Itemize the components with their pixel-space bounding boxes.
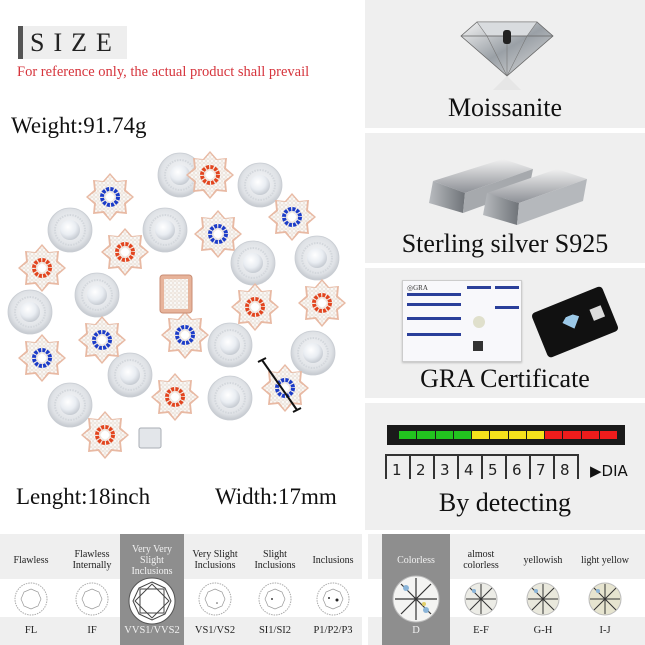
scale-tick: 2 xyxy=(409,454,433,479)
grade-code: VS1/VS2 xyxy=(194,625,236,636)
round-diamond-icon xyxy=(392,575,440,623)
grade-code: VVS1/VVS2 xyxy=(124,625,180,636)
clarity-grade-vs: Very Slight Inclusions VS1/VS2 xyxy=(184,534,246,645)
grade-header: Very Slight Inclusions xyxy=(192,549,238,571)
color-grade-d: Colorless D xyxy=(382,534,450,645)
meter-segment xyxy=(435,431,453,439)
grade-code: D xyxy=(412,625,420,636)
feature-label: Sterling silver S925 xyxy=(401,229,609,258)
diamond-outline-icon xyxy=(75,582,109,616)
grade-header: Flawless Internally xyxy=(72,549,112,571)
size-heading: SIZE xyxy=(18,26,127,59)
size-panel: SIZE For reference only, the actual prod… xyxy=(0,0,362,530)
feature-sterling-silver: Sterling silver S925 xyxy=(365,133,645,263)
clarity-grade-p: Inclusions P1/P2/P3 xyxy=(304,534,362,645)
grade-code: SI1/SI2 xyxy=(258,625,292,636)
scale-tick: 6 xyxy=(505,454,529,479)
meter-segment xyxy=(526,431,544,439)
grade-header: light yellow xyxy=(580,554,630,566)
meter-segment xyxy=(399,431,417,439)
dia-label: DIA xyxy=(601,462,628,480)
grade-header: almost colorless xyxy=(463,549,499,571)
color-grade-gh: yellowish G-H xyxy=(512,534,574,645)
clarity-grade-vvs: Very Very Slight Inclusions VVS1/VVS2 xyxy=(120,534,184,645)
necklace-image xyxy=(7,151,346,459)
grade-code: I-J xyxy=(599,625,611,636)
grade-header: Inclusions xyxy=(312,554,354,566)
grade-header: Very Very Slight Inclusions xyxy=(131,543,173,577)
width-label: Width:17mm xyxy=(215,484,337,509)
feature-label: GRA Certificate xyxy=(420,364,590,393)
meter-segment xyxy=(490,431,508,439)
meter-segment xyxy=(599,431,617,439)
feature-gra-certificate: ◎GRA GRA Certificate xyxy=(365,268,645,398)
scale-end-tick xyxy=(577,454,579,479)
grade-header: Colorless xyxy=(397,554,435,566)
diamond-outline-icon xyxy=(316,582,350,616)
diamond-icon xyxy=(460,21,554,90)
grade-code: P1/P2/P3 xyxy=(313,625,353,636)
certificate-icon: ◎GRA xyxy=(402,280,522,362)
feature-detecting: 1 2 3 4 5 6 7 8 ▶DIA By detecting xyxy=(365,403,645,530)
dia-indicator: ▶DIA xyxy=(590,462,628,480)
diamond-outline-icon xyxy=(198,582,232,616)
round-diamond-icon xyxy=(588,582,622,616)
scale-tick: 5 xyxy=(481,454,505,479)
color-grade-ij: light yellow I-J xyxy=(574,534,636,645)
feature-label: By detecting xyxy=(438,488,572,517)
clarity-grade-si: Slight Inclusions SI1/SI2 xyxy=(246,534,304,645)
scale-tick: 8 xyxy=(553,454,577,479)
round-diamond-icon xyxy=(526,582,560,616)
diamond-outline-icon xyxy=(14,582,48,616)
color-scale: Colorless D almost colorless E-F yellowi… xyxy=(368,534,645,645)
meter-segment xyxy=(545,431,563,439)
meter-segment xyxy=(508,431,526,439)
meter-segment xyxy=(472,431,490,439)
meter-segment xyxy=(417,431,435,439)
clarity-scale: Flawless FL Flawless Internally IF Very … xyxy=(0,534,362,645)
feature-label: Moissanite xyxy=(447,93,563,122)
diamond-outline-icon xyxy=(128,577,176,625)
grade-code: IF xyxy=(87,625,97,636)
grade-code: FL xyxy=(24,625,38,636)
triangle-right-icon: ▶ xyxy=(590,462,602,480)
grade-header: Flawless xyxy=(13,554,49,566)
grade-header: yellowish xyxy=(523,554,563,566)
feature-moissanite: Moissanite xyxy=(365,0,645,128)
heading-accent-bar xyxy=(18,26,23,59)
clarity-grade-if: Flawless Internally IF xyxy=(62,534,122,645)
weight-label: Weight:91.74g xyxy=(11,113,147,138)
grade-code: G-H xyxy=(533,625,553,636)
round-diamond-icon xyxy=(464,582,498,616)
silver-bars-icon xyxy=(429,159,587,225)
scale-tick: 4 xyxy=(457,454,481,479)
reference-note: For reference only, the actual product s… xyxy=(17,64,310,80)
grade-header: Slight Inclusions xyxy=(254,549,296,571)
meter-segment xyxy=(563,431,581,439)
color-grade-ef: almost colorless E-F xyxy=(450,534,512,645)
detector-scale: 1 2 3 4 5 6 7 8 xyxy=(385,454,579,479)
grade-code: E-F xyxy=(473,625,489,636)
meter-segment xyxy=(453,431,471,439)
meter-segment xyxy=(581,431,599,439)
length-label: Lenght:18inch xyxy=(16,484,151,509)
diamond-tester-meter xyxy=(387,425,625,445)
scale-tick: 3 xyxy=(433,454,457,479)
scale-tick: 7 xyxy=(529,454,553,479)
clarity-grade-fl: Flawless FL xyxy=(0,534,62,645)
diamond-outline-icon xyxy=(258,582,292,616)
scale-tick: 1 xyxy=(385,454,409,479)
size-title: SIZE xyxy=(23,26,127,59)
gra-card-icon xyxy=(530,285,620,359)
